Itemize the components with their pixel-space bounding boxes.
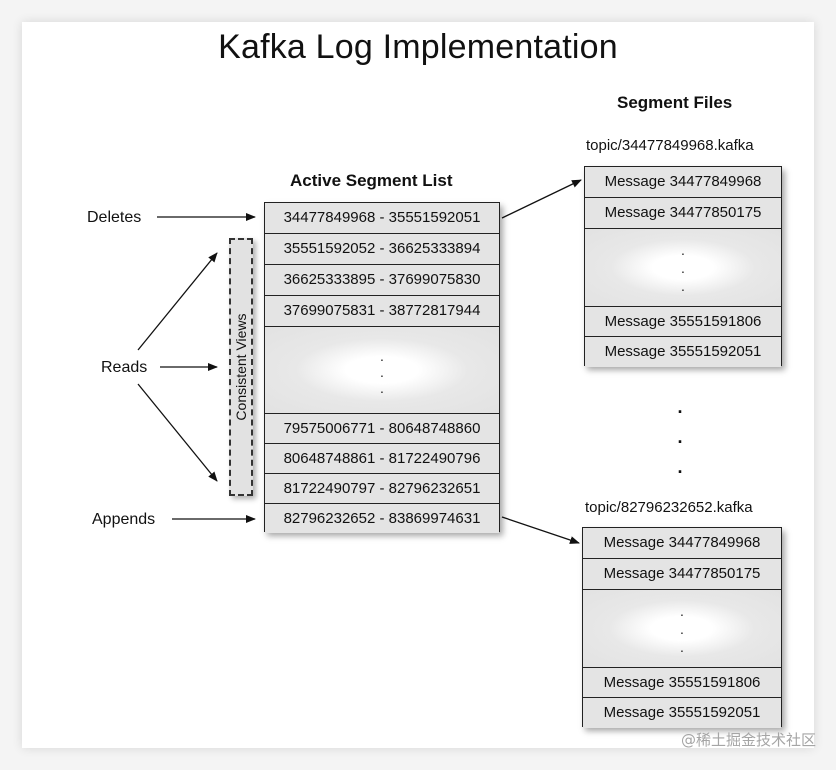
active-segment-list-box: 34477849968 - 35551592051 35551592052 - …: [264, 202, 500, 533]
appends-label: Appends: [92, 511, 156, 528]
message-row: Message 35551591806: [583, 667, 781, 697]
diagram-title: Kafka Log Implementation: [218, 28, 618, 66]
consistent-views-bracket: Consistent Views: [229, 238, 253, 496]
files-ellipsis-dot: .: [677, 397, 683, 417]
segment-range-row: 81722490797 - 82796232651: [265, 473, 499, 503]
message-row: Message 35551591806: [585, 306, 781, 336]
message-row: Message 34477850175: [583, 558, 781, 589]
segment-range-row: 35551592052 - 36625333894: [265, 233, 499, 264]
watermark: @稀土掘金技术社区: [680, 731, 816, 749]
reads-arrow-down: [137, 383, 218, 482]
ellipsis-dot: .: [680, 639, 684, 655]
ellipsis-dot: .: [680, 621, 684, 637]
message-row: Message 34477849968: [583, 528, 781, 558]
ellipsis-dot: .: [681, 278, 685, 294]
ellipsis-dot: .: [680, 603, 684, 619]
segment-file-box: Message 34477849968 Message 34477850175 …: [582, 527, 782, 728]
segment-files-heading: Segment Files: [617, 93, 733, 112]
files-ellipsis-dot: .: [677, 457, 683, 477]
message-row: Message 34477849968: [585, 167, 781, 197]
files-ellipsis-dot: .: [677, 427, 683, 447]
segment-file-box: Message 34477849968 Message 34477850175 …: [584, 166, 782, 367]
ellipsis-dot: .: [380, 380, 384, 396]
segment-range-row: 80648748861 - 81722490796: [265, 443, 499, 473]
segment-list-ellipsis: . . .: [265, 326, 499, 413]
segment-range-row: 36625333895 - 37699075830: [265, 264, 499, 295]
segment-range-row: 79575006771 - 80648748860: [265, 413, 499, 443]
message-ellipsis: . . .: [585, 228, 781, 306]
message-row: Message 34477850175: [585, 197, 781, 228]
message-row: Message 35551592051: [585, 336, 781, 367]
ellipsis-dot: .: [380, 348, 384, 364]
reads-label: Reads: [101, 359, 148, 376]
message-ellipsis: . . .: [583, 589, 781, 667]
message-row: Message 35551592051: [583, 697, 781, 728]
segment-file-name: topic/82796232652.kafka: [585, 499, 753, 516]
segment-range-row: 37699075831 - 38772817944: [265, 295, 499, 326]
segment-to-file-arrow: [501, 516, 580, 544]
reads-arrow-up: [137, 252, 218, 351]
segment-range-row: 34477849968 - 35551592051: [265, 203, 499, 233]
active-segment-list-heading: Active Segment List: [290, 171, 453, 190]
segment-range-row: 82796232652 - 83869974631: [265, 503, 499, 533]
ellipsis-dot: .: [380, 364, 384, 380]
deletes-label: Deletes: [87, 209, 142, 226]
ellipsis-dot: .: [681, 260, 685, 276]
segment-file-name: topic/34477849968.kafka: [586, 137, 754, 154]
segment-to-file-arrow: [501, 179, 582, 219]
ellipsis-dot: .: [681, 242, 685, 258]
